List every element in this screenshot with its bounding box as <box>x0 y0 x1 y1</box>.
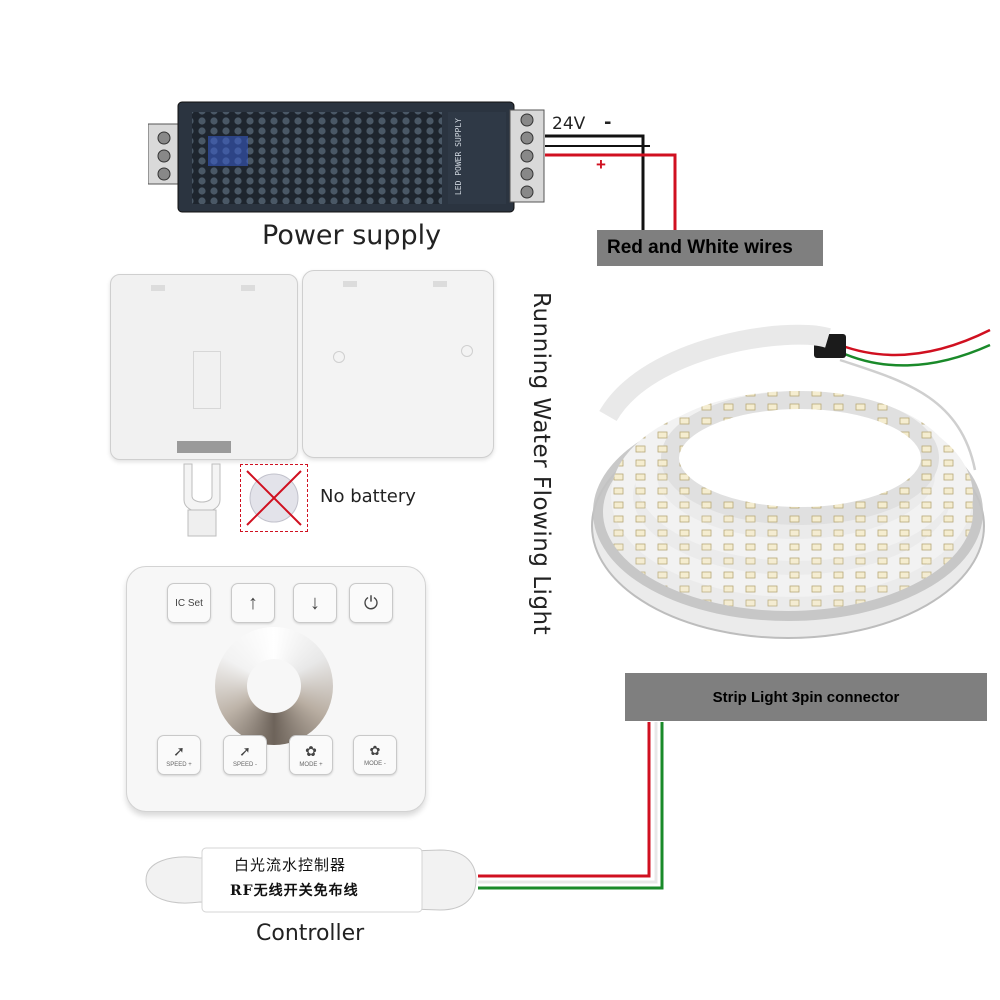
down-arrow-icon: ↓ <box>310 591 320 614</box>
ic-set-label: IC Set <box>175 597 203 609</box>
led-strip-reel-image <box>591 324 985 639</box>
no-battery-label: No battery <box>320 486 416 507</box>
speed-plus-caption: SPEED + <box>166 761 192 768</box>
mode-minus-button[interactable]: ✿ MODE - <box>353 735 397 775</box>
side-label: Running Water Flowing Light <box>528 292 554 636</box>
speed-minus-caption: SPEED - <box>232 761 257 768</box>
wires-banner: Red and White wires <box>597 230 823 266</box>
flower-icon: ✿ <box>305 742 317 759</box>
up-button[interactable]: ↑ <box>231 583 275 623</box>
connector-wire-green <box>478 722 664 890</box>
controller-line-1: 白光流水控制器 <box>234 856 347 874</box>
controller-body <box>145 847 477 913</box>
brightness-ring[interactable] <box>215 627 333 745</box>
plus-label: + <box>596 155 606 174</box>
wires-banner-text: Red and White wires <box>607 237 793 258</box>
controller-caption: Controller <box>256 921 365 946</box>
connector-wire-red <box>478 722 651 878</box>
down-button[interactable]: ↓ <box>293 583 337 623</box>
controller-line-2: RF无线开关免布线 <box>230 883 359 899</box>
connector-banner-text: Strip Light 3pin connector <box>712 688 900 706</box>
power-supply: LED POWER SUPPLY <box>147 96 548 216</box>
voltage-label: 24V <box>552 114 586 134</box>
minus-label: - <box>604 112 612 133</box>
remote-panel: IC Set ↑ ↓ ⏻ ➚ SPEED + ➚ SPEED - ✿ MODE … <box>126 566 426 812</box>
mode-plus-caption: MODE + <box>299 761 323 768</box>
connector-wire-white <box>478 722 658 884</box>
no-battery-box <box>240 464 308 532</box>
wall-clip-image <box>183 463 221 537</box>
red-wire <box>545 153 677 232</box>
ic-set-button[interactable]: IC Set <box>167 583 211 623</box>
controller-device: 白光流水控制器 RF无线开关免布线 <box>140 840 480 920</box>
battery-crossed-icon <box>246 470 302 526</box>
rocket-icon: ➚ <box>239 742 251 759</box>
black-wire <box>545 134 645 232</box>
remote-front-cover <box>302 270 494 458</box>
power-supply-image <box>147 101 545 213</box>
power-icon: ⏻ <box>363 592 379 613</box>
speed-plus-button[interactable]: ➚ SPEED + <box>157 735 201 775</box>
mode-minus-caption: MODE - <box>364 761 386 767</box>
up-arrow-icon: ↑ <box>248 591 258 614</box>
mode-plus-button[interactable]: ✿ MODE + <box>289 735 333 775</box>
power-supply-caption: Power supply <box>262 220 442 251</box>
remote-back-cover <box>110 274 298 460</box>
flower-icon: ✿ <box>369 743 381 758</box>
connector-banner: Strip Light 3pin connector <box>625 673 987 721</box>
power-button[interactable]: ⏻ <box>349 583 393 623</box>
speed-minus-button[interactable]: ➚ SPEED - <box>223 735 267 775</box>
rocket-icon: ➚ <box>173 742 185 759</box>
